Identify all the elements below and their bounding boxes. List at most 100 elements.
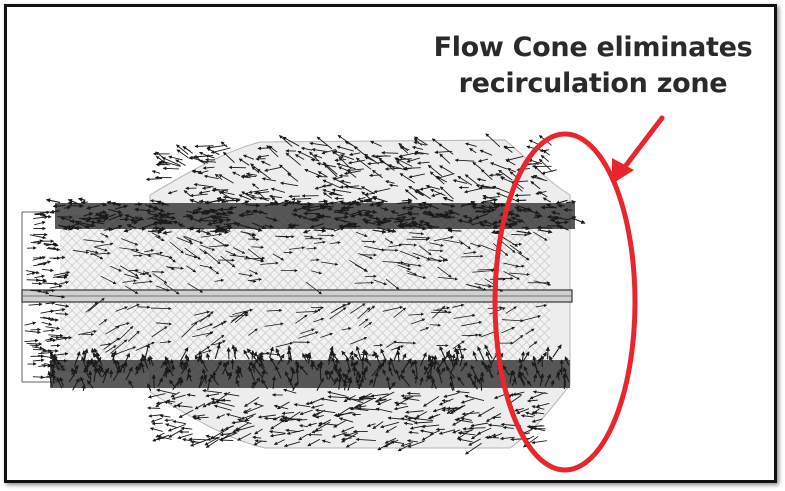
- flow-vector-arrow: [316, 136, 333, 150]
- flow-vector-arrow: [47, 370, 53, 388]
- flow-vector-arrow: [430, 377, 436, 389]
- flow-vector-arrow: [477, 377, 482, 385]
- flow-vector-arrow: [455, 349, 460, 362]
- flow-vector-arrow: [398, 221, 408, 227]
- flow-vector-arrow: [457, 376, 465, 386]
- flow-vector-arrow: [205, 352, 211, 360]
- flow-vector-arrow: [439, 153, 451, 164]
- flow-vector-arrow: [169, 358, 175, 368]
- flow-vector-arrow: [364, 156, 375, 162]
- flow-vector-arrow: [462, 214, 472, 220]
- flow-vector-arrow: [24, 330, 41, 334]
- flow-vector-arrow: [264, 166, 281, 172]
- flow-vector-arrow: [523, 365, 529, 376]
- flow-vector-arrow: [317, 171, 327, 177]
- flow-vector-arrow: [166, 399, 176, 403]
- flow-vector-arrow: [272, 416, 281, 421]
- flow-vector-arrow: [358, 395, 371, 400]
- flow-vector-arrow: [375, 398, 387, 403]
- flow-vector-arrow: [535, 369, 544, 382]
- flow-vector-arrow: [361, 370, 367, 381]
- flow-vector-arrow: [155, 155, 169, 166]
- flow-vector-arrow: [315, 415, 324, 419]
- flow-vector-arrow: [270, 200, 279, 206]
- flow-vector-arrow: [550, 379, 555, 387]
- flow-vector-arrow: [291, 212, 299, 217]
- flow-vector-arrow: [423, 365, 429, 375]
- flow-vector-arrow: [95, 212, 104, 217]
- flow-vector-arrow: [128, 379, 134, 389]
- flow-vector-arrow: [237, 432, 252, 441]
- flow-vector-arrow: [213, 404, 232, 411]
- flow-vector-arrow: [447, 228, 462, 233]
- flow-vector-arrow: [334, 196, 344, 201]
- flow-vector-arrow: [380, 206, 389, 212]
- flow-vector-arrow: [344, 205, 354, 211]
- flow-vector-arrow: [342, 372, 349, 381]
- flow-vector-arrow: [90, 347, 96, 358]
- flow-vector-arrow: [297, 150, 316, 160]
- flow-vector-arrow: [438, 398, 454, 406]
- flow-vector-arrow: [361, 191, 372, 201]
- flow-vector-arrow: [264, 202, 276, 207]
- flow-vector-arrow: [509, 370, 514, 384]
- flow-vector-arrow: [510, 216, 525, 223]
- flow-vector-arrow: [45, 198, 61, 203]
- flow-vector-arrow: [333, 365, 342, 380]
- flow-vector-arrow: [532, 373, 538, 382]
- flow-vector-arrow: [439, 367, 446, 375]
- flow-vector-arrow: [384, 167, 402, 171]
- flow-vector-arrow: [81, 350, 87, 362]
- flow-vector-arrow: [364, 153, 380, 165]
- flow-vector-arrow: [115, 306, 128, 312]
- flow-vector-arrow: [427, 413, 441, 420]
- flow-vector-arrow: [302, 217, 320, 222]
- flow-vector-arrow: [477, 406, 495, 417]
- flow-vector-arrow: [248, 189, 269, 194]
- flow-vector-arrow: [231, 419, 250, 425]
- flow-vector-arrow: [199, 374, 208, 388]
- flow-vector-arrow: [516, 230, 532, 236]
- flow-vector-arrow: [147, 229, 163, 235]
- flow-vector-arrow: [333, 217, 350, 223]
- flow-vector-arrow: [111, 201, 121, 207]
- flow-vector-arrow: [531, 361, 538, 370]
- flow-vector-arrow: [439, 186, 454, 200]
- flow-vector-arrow: [212, 370, 217, 379]
- flow-vector-arrow: [403, 167, 414, 171]
- flow-vector-arrow: [273, 404, 289, 410]
- flow-vector-arrow: [74, 221, 89, 228]
- flow-vector-arrow: [477, 346, 485, 361]
- flow-vector-arrow: [134, 207, 149, 212]
- flow-vector-arrow: [387, 416, 402, 420]
- flow-vector-arrow: [268, 194, 283, 199]
- flow-vector-arrow: [505, 156, 524, 162]
- flow-vector-arrow: [252, 209, 268, 215]
- flow-vector-arrow: [254, 191, 270, 195]
- flow-vector-arrow: [182, 146, 191, 152]
- flow-vector-arrow: [469, 148, 477, 154]
- flow-vector-arrow: [396, 200, 413, 205]
- flow-vector-arrow: [373, 220, 385, 225]
- flow-vector-arrow: [439, 165, 454, 174]
- flow-vector-arrow: [252, 435, 262, 440]
- flow-vector-arrow: [276, 401, 290, 410]
- flow-vector-arrow: [293, 402, 311, 408]
- flow-vector-arrow: [155, 432, 165, 438]
- flow-vector-arrow: [177, 433, 193, 440]
- flow-vector-arrow: [528, 158, 543, 165]
- flow-vector-arrow: [311, 147, 328, 153]
- flow-vector-arrow: [250, 163, 262, 173]
- flow-vector-arrow: [125, 366, 133, 381]
- flow-vector-arrow: [334, 158, 346, 162]
- flow-vector-arrow: [213, 220, 224, 225]
- flow-vector-arrow: [330, 191, 341, 196]
- flow-vector-arrow: [294, 154, 305, 160]
- flow-vector-arrow: [552, 215, 568, 221]
- flow-vector-arrow: [430, 188, 446, 196]
- flow-vector-arrow: [225, 413, 242, 419]
- flow-vector-arrow: [282, 136, 300, 147]
- flow-vector-arrow: [124, 214, 141, 221]
- flow-vector-arrow: [376, 358, 387, 371]
- flow-vector-arrow: [425, 374, 431, 382]
